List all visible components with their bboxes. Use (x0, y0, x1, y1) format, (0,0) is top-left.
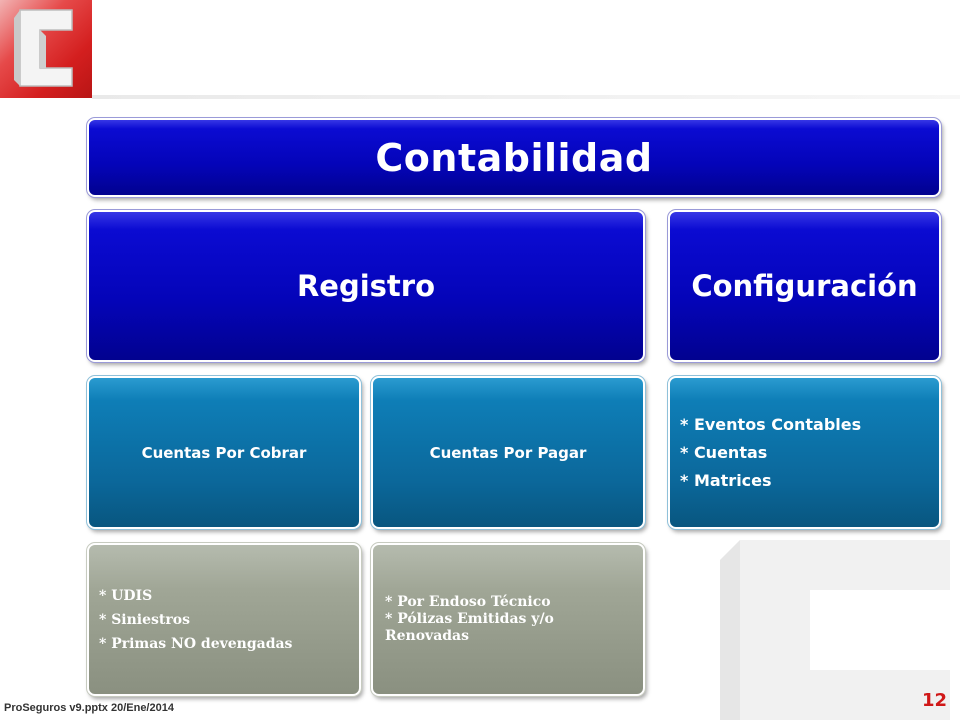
configuracion-items-box: * Eventos Contables * Cuentas * Matrices (667, 375, 942, 530)
cuentas-por-cobrar-items-list: * UDIS * Siniestros * Primas NO devengad… (99, 584, 292, 656)
configuracion-label: Configuración (691, 269, 918, 303)
page-number: 12 (922, 690, 948, 711)
diagram-title: Contabilidad (375, 135, 653, 180)
cuentas-por-cobrar-items-box: * UDIS * Siniestros * Primas NO devengad… (86, 542, 362, 697)
cuentas-por-pagar-label: Cuentas Por Pagar (429, 443, 587, 462)
configuracion-box: Configuración (667, 209, 942, 363)
list-item: * Cuentas (680, 442, 768, 462)
list-item: * Pólizas Emitidas y/o Renovadas (385, 611, 554, 644)
list-item: * Matrices (680, 470, 772, 490)
list-item: * Por Endoso Técnico (385, 594, 551, 610)
list-item: * Eventos Contables (680, 414, 862, 434)
cuentas-por-pagar-box: Cuentas Por Pagar (370, 375, 646, 530)
c-logo-watermark-icon (720, 540, 950, 720)
cuentas-por-pagar-items-box: * Por Endoso Técnico * Pólizas Emitidas … (370, 542, 646, 697)
registro-box: Registro (86, 209, 646, 363)
cuentas-por-pagar-items-list: * Por Endoso Técnico * Pólizas Emitidas … (385, 594, 633, 645)
list-item: * UDIS (99, 587, 153, 604)
cuentas-por-cobrar-label: Cuentas Por Cobrar (141, 443, 307, 462)
top-divider (92, 95, 960, 99)
footer-file-info: ProSeguros v9.pptx 20/Ene/2014 (4, 702, 174, 714)
c-logo-icon (14, 9, 73, 87)
registro-label: Registro (296, 269, 436, 303)
list-item: * Primas NO devengadas (99, 635, 293, 652)
contabilidad-title-box: Contabilidad (86, 117, 942, 198)
list-item: * Siniestros (99, 611, 190, 628)
cuentas-por-cobrar-box: Cuentas Por Cobrar (86, 375, 362, 530)
configuracion-items-list: * Eventos Contables * Cuentas * Matrices (680, 411, 861, 495)
brand-logo-tile (0, 0, 92, 98)
